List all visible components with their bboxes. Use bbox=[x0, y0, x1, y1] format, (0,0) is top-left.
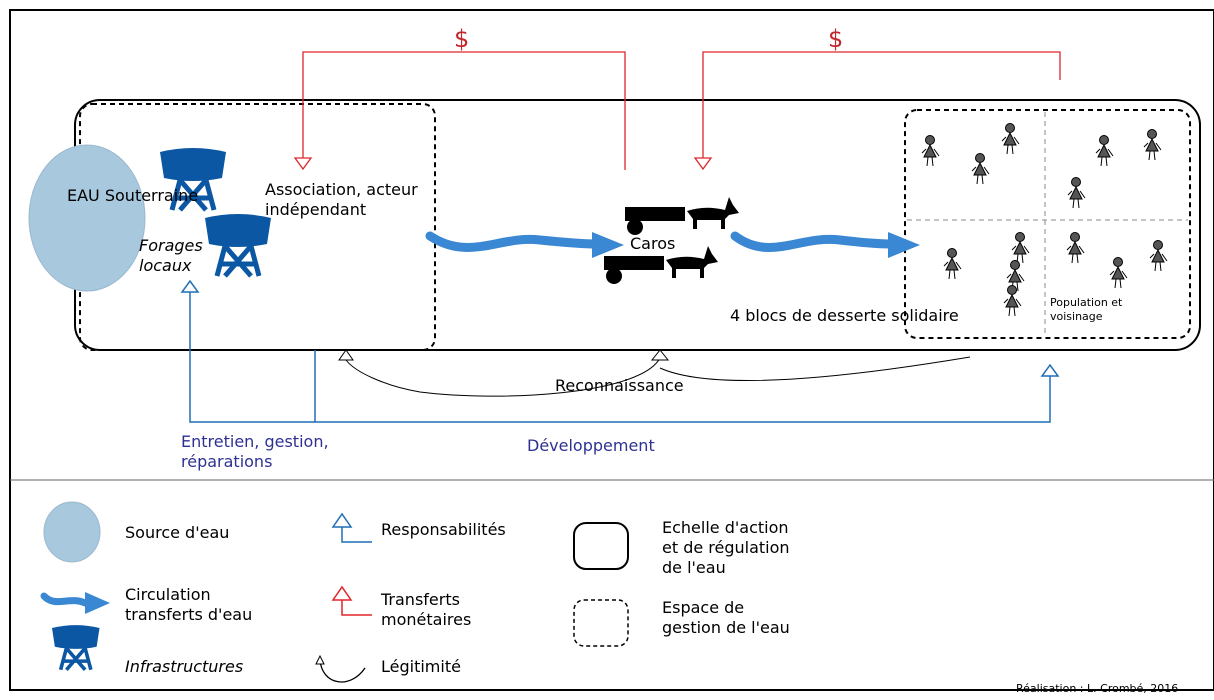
legend-space-icon bbox=[573, 599, 629, 647]
legend-circulation-icon bbox=[40, 592, 110, 614]
water-flow-arrow-2 bbox=[730, 231, 920, 258]
association-label: Association, acteur indépendant bbox=[265, 180, 418, 219]
money-transfer-2 bbox=[693, 51, 1061, 171]
developpement-label: Développement bbox=[527, 436, 655, 455]
entretien-label: Entretien, gestion, réparations bbox=[181, 432, 329, 471]
legend-responsibility-icon bbox=[331, 512, 372, 543]
management-space-left bbox=[79, 103, 436, 351]
legend-legitimacy-icon bbox=[315, 654, 366, 683]
blocs-label: 4 blocs de desserte solidaire bbox=[730, 306, 959, 325]
management-space-right bbox=[904, 109, 1191, 339]
legend-scale-label: Echelle d'action et de régulation de l'e… bbox=[662, 518, 790, 577]
water-flow-arrow-1 bbox=[425, 231, 624, 258]
legend-responsibility-label: Responsabilités bbox=[381, 520, 506, 539]
legend-scale-icon bbox=[573, 522, 629, 570]
legend-money-icon bbox=[331, 585, 372, 616]
legend-infrastructure-icon bbox=[50, 623, 102, 672]
water-tower-icon bbox=[205, 214, 271, 276]
legend-legitimacy-label: Légitimité bbox=[381, 657, 461, 676]
legitimacy-arcs bbox=[338, 349, 971, 397]
legend-money-label: Transferts monétaires bbox=[381, 590, 472, 629]
caros-label: Caros bbox=[630, 234, 676, 253]
cart-icon bbox=[625, 197, 739, 235]
population-label: Population et voisinage bbox=[1050, 296, 1123, 323]
legend-infrastructure-label: Infrastructures bbox=[125, 657, 244, 676]
legend-space-label: Espace de gestion de l'eau bbox=[662, 598, 790, 637]
forages-label: Forages locaux bbox=[139, 236, 203, 275]
source-label: EAU Souterraine bbox=[67, 186, 199, 205]
reconnaissance-label: Reconnaissance bbox=[555, 376, 684, 395]
groundwater-source bbox=[28, 144, 146, 292]
legend-source-label: Source d'eau bbox=[125, 523, 230, 542]
legend-circulation-label: Circulation transferts d'eau bbox=[125, 585, 253, 624]
legend-source-icon bbox=[43, 501, 101, 563]
frame-border bbox=[9, 9, 1214, 691]
money-transfer-1 bbox=[293, 51, 626, 171]
money-symbol-2: $ bbox=[828, 25, 844, 53]
responsibility-lines bbox=[180, 279, 1060, 423]
credit-label: Réalisation : L. Crombé, 2016 bbox=[1016, 682, 1179, 695]
money-symbol-1: $ bbox=[454, 25, 470, 53]
